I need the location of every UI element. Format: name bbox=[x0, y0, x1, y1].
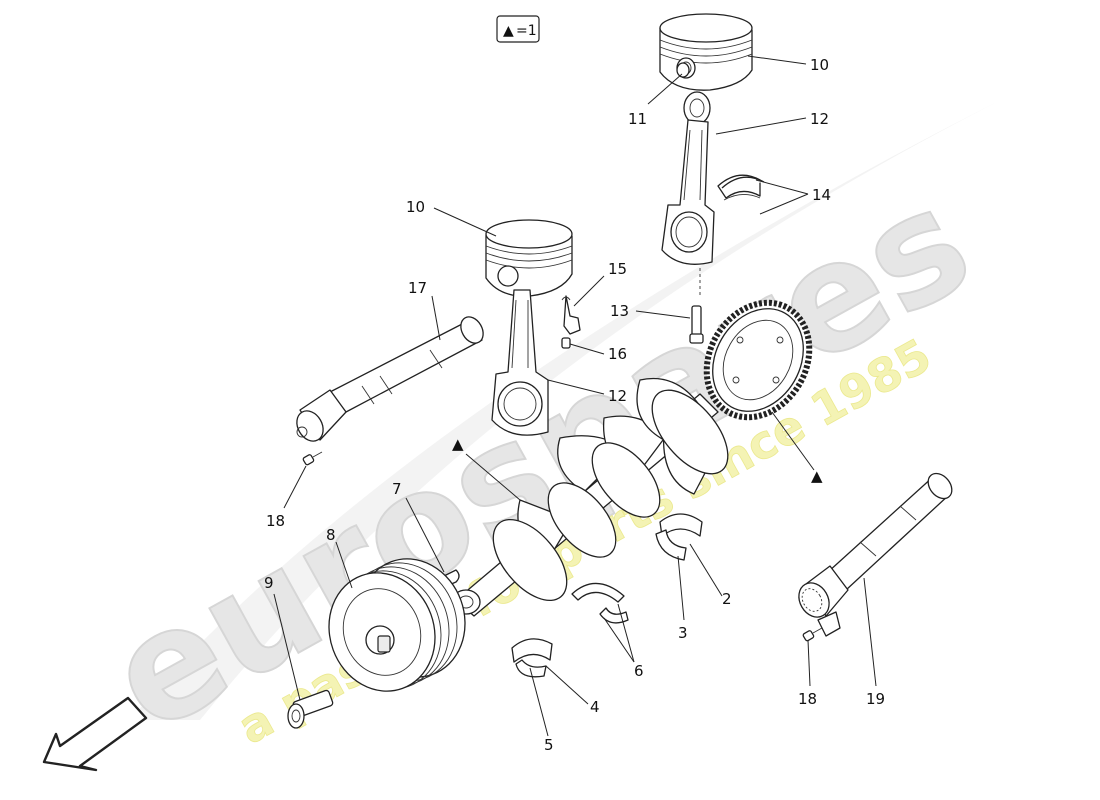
callout-3: 3 bbox=[678, 624, 688, 642]
crankshaft-marker: ▲ bbox=[452, 435, 464, 453]
callout-13: 13 bbox=[610, 302, 629, 320]
leader-lines bbox=[273, 55, 877, 737]
callout-7: 7 bbox=[392, 480, 402, 498]
callout-14: 14 bbox=[812, 186, 831, 204]
piston-top bbox=[659, 13, 753, 91]
watermark-swoosh bbox=[130, 80, 1040, 720]
pulley-bolt bbox=[287, 689, 334, 729]
watermark: eurospares a passion for parts since 198… bbox=[82, 80, 1040, 767]
main-bearing-lower-3 bbox=[655, 529, 687, 561]
callout-12-middle: 12 bbox=[608, 387, 627, 405]
bolt-right bbox=[802, 627, 823, 642]
callout-4: 4 bbox=[590, 698, 600, 716]
main-bearing-lower-5 bbox=[515, 659, 547, 678]
callout-17: 17 bbox=[408, 279, 427, 297]
conrod-middle bbox=[491, 289, 549, 436]
callout-15: 15 bbox=[608, 260, 627, 278]
conrod-top bbox=[661, 91, 715, 265]
main-bearing-upper-4 bbox=[511, 638, 553, 663]
callout-11: 11 bbox=[628, 110, 647, 128]
callout-10-middle: 10 bbox=[406, 198, 425, 216]
callout-6: 6 bbox=[634, 662, 644, 680]
conrod-bearing-shells bbox=[717, 174, 765, 201]
thrust-washers-6 bbox=[571, 582, 629, 624]
callout-5: 5 bbox=[544, 736, 554, 754]
reluctor-ring bbox=[703, 299, 813, 421]
callout-16: 16 bbox=[608, 345, 627, 363]
conrod-bolt bbox=[689, 268, 704, 344]
callout-2: 2 bbox=[722, 590, 732, 608]
bolt-left bbox=[302, 451, 323, 466]
callout-18-right: 18 bbox=[798, 690, 817, 708]
callout-9: 9 bbox=[264, 574, 274, 592]
front-direction-arrow bbox=[42, 696, 148, 772]
balance-shaft-left bbox=[296, 316, 484, 442]
piston-circlip bbox=[676, 62, 690, 78]
callout-10-top: 10 bbox=[810, 56, 829, 74]
reluctor-ring-marker: ▲ bbox=[811, 467, 823, 485]
legend-text: =1 bbox=[516, 23, 537, 39]
crank-pulley bbox=[328, 558, 466, 692]
legend-symbol: ▲ bbox=[503, 23, 514, 39]
callout-18-left: 18 bbox=[266, 512, 285, 530]
callout-8: 8 bbox=[326, 526, 336, 544]
piston-middle bbox=[485, 219, 573, 297]
main-bearing-upper-2 bbox=[659, 513, 703, 537]
callout-12-top: 12 bbox=[810, 110, 829, 128]
oil-jet bbox=[561, 295, 581, 349]
balance-shaft-right bbox=[798, 472, 953, 637]
legend-box: ▲ =1 bbox=[496, 15, 540, 43]
callout-19: 19 bbox=[866, 690, 885, 708]
